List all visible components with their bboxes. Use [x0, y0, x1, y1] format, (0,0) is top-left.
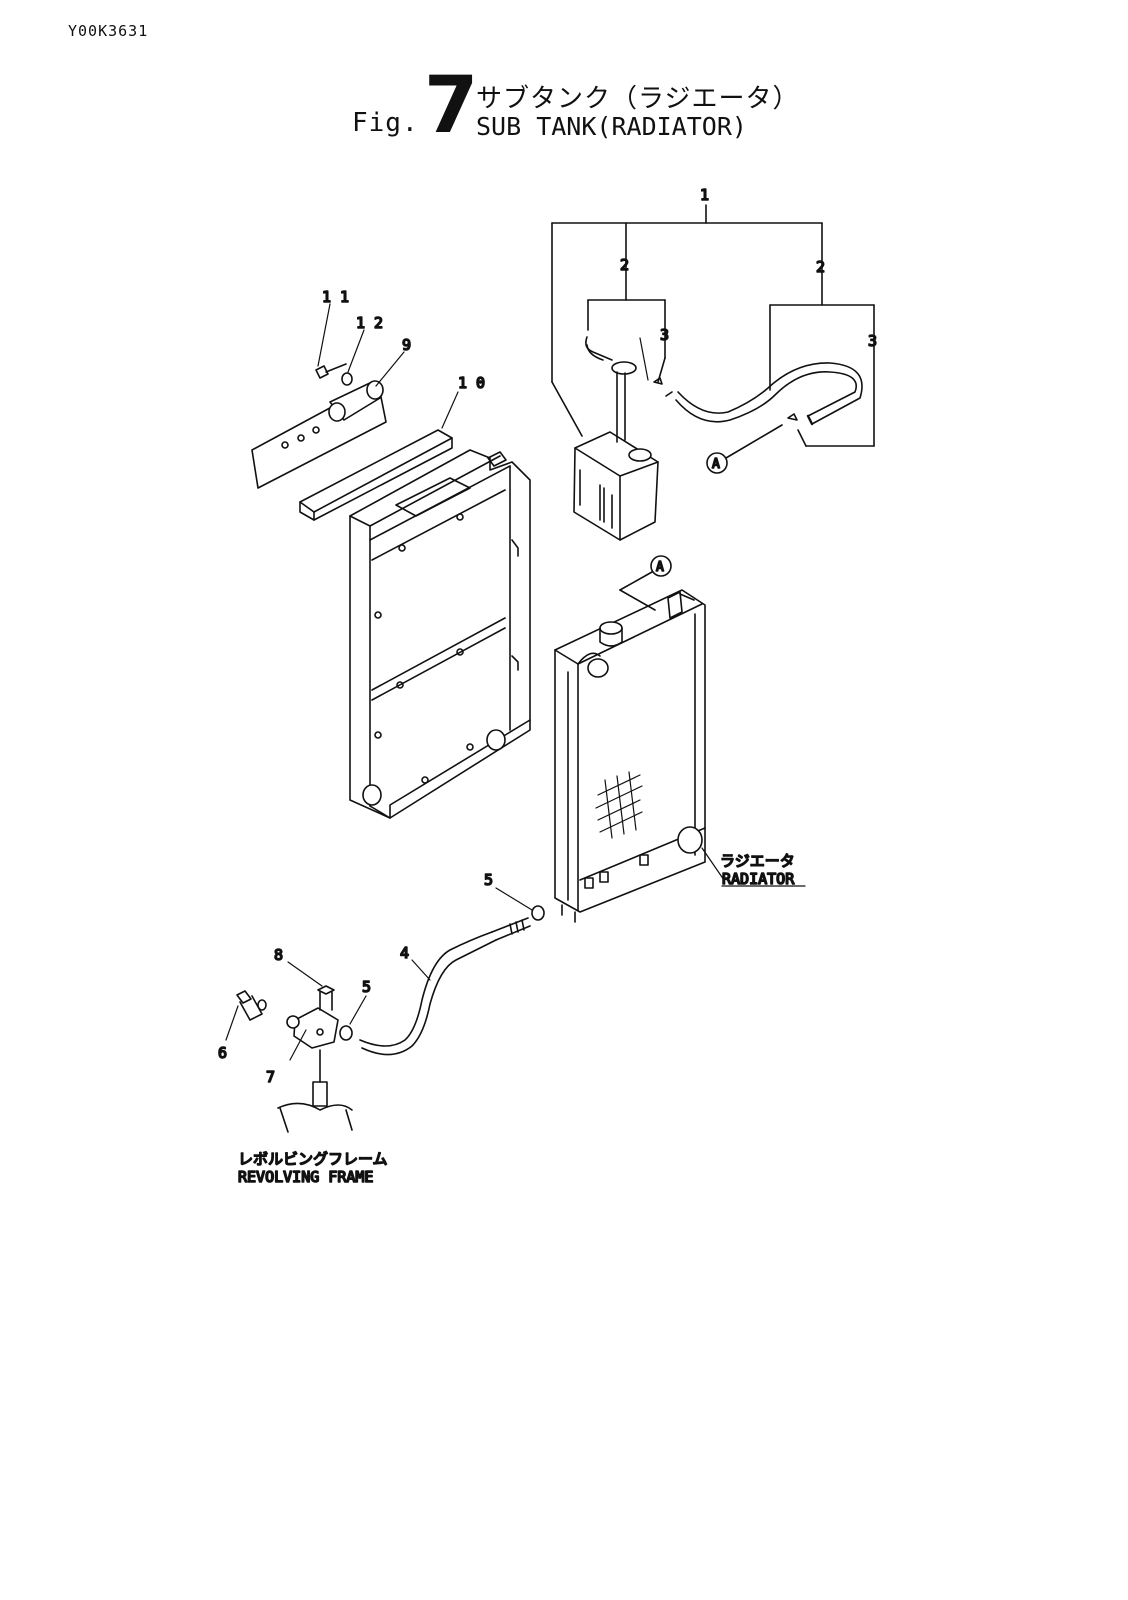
overflow-hose: [675, 362, 863, 426]
ref-a-circle-1: [706, 452, 728, 474]
figure-number: 7: [424, 61, 479, 151]
sub-tank: [573, 431, 659, 541]
radiator-core-mesh: [595, 771, 643, 839]
callout-2-left: 2: [620, 256, 629, 274]
radiator-label-jp: ラジエータ: [720, 852, 795, 870]
ref-a-leader-2: [619, 571, 653, 591]
bolt-8: [317, 985, 335, 1011]
clamp-5-upper: [531, 905, 545, 921]
ref-a-letter-2: A: [656, 560, 664, 575]
drain-valve: [286, 1007, 339, 1049]
callout-6: 6: [218, 1044, 227, 1062]
radiator-frame: [349, 449, 531, 819]
filler-pipe: [585, 336, 637, 443]
callout-11: 1 1: [322, 288, 349, 306]
callout-10: 1 0: [458, 374, 485, 392]
figure-title-jp: サブタンク（ラジエータ）: [476, 84, 800, 114]
callout-7: 7: [266, 1068, 275, 1086]
callout-12: 1 2: [356, 314, 383, 332]
figure-prefix: Fig.: [352, 108, 419, 138]
ref-a-leader-1: [725, 424, 783, 459]
callout-2-right: 2: [816, 258, 825, 276]
ref-a-letter-1: A: [712, 457, 720, 472]
callout-4: 4: [400, 944, 409, 962]
callout-9: 9: [402, 336, 411, 354]
callout-5-upper: 5: [484, 871, 493, 889]
washer-12: [341, 372, 353, 386]
document-id: Y00K3631: [68, 22, 149, 40]
cross-bar: [299, 429, 453, 521]
callout-3-right: 3: [868, 332, 877, 350]
callout-3-left: 3: [660, 326, 669, 344]
callout-8: 8: [274, 946, 283, 964]
clamp-5-lower: [339, 1025, 353, 1041]
frame-mount: [277, 1049, 353, 1133]
part-tree-brackets: [551, 204, 875, 447]
ref-a-circle-2: [650, 555, 672, 577]
callout-leaders: [225, 303, 806, 1061]
frame-label-en: REVOLVING FRAME: [238, 1168, 373, 1186]
callout-1: 1: [700, 186, 709, 204]
callout-5-lower: 5: [362, 978, 371, 996]
bolt-11: [315, 363, 347, 379]
radiator-label-en: RADIATOR: [722, 870, 795, 888]
frame-label-jp: レボルビングフレーム: [238, 1150, 388, 1168]
plug-6: [236, 990, 267, 1021]
mount-pipe: [328, 380, 384, 422]
radiator: [554, 589, 706, 923]
figure-title-en: SUB TANK(RADIATOR): [476, 112, 747, 141]
drain-hose: [359, 917, 531, 1056]
hose-clamps: [653, 377, 798, 421]
